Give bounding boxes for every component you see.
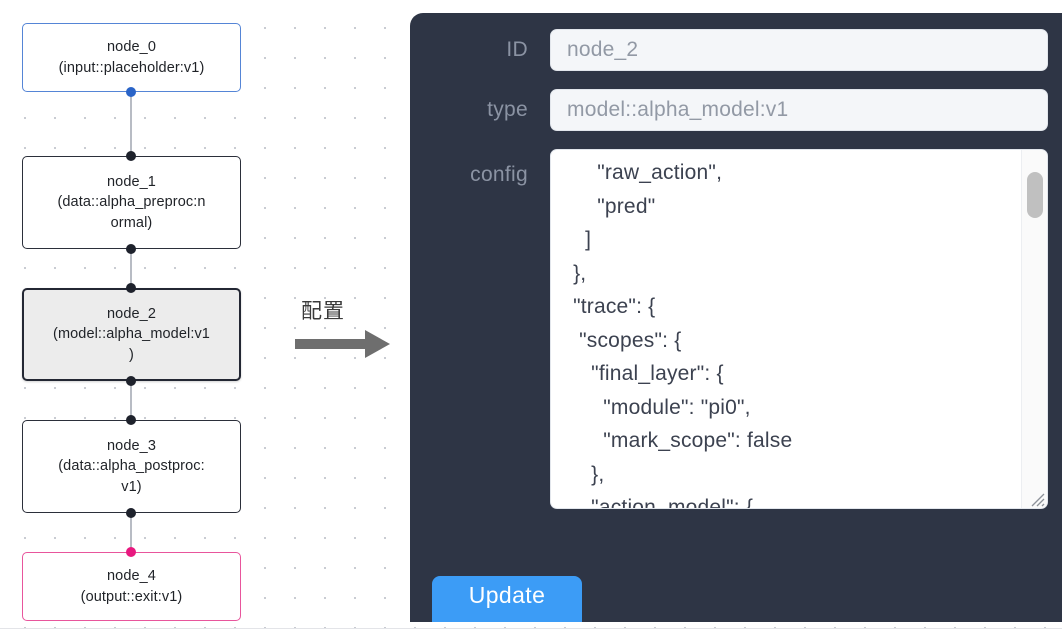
flow-node-node_2[interactable]: node_2 (model::alpha_model:v1 ) [22,288,241,381]
update-button[interactable]: Update [432,576,582,622]
node-handle-node_2-target[interactable] [126,283,136,293]
id-field-label: ID [506,38,528,61]
flow-node-label: node_4 (output::exit:v1) [80,567,183,605]
edge-node_0-node_1 [130,92,132,156]
node-handle-node_0-source[interactable] [126,87,136,97]
flow-node-node_4[interactable]: node_4 (output::exit:v1) [22,552,241,621]
config-field-label: config [470,163,528,186]
edge-node_2-node_3 [130,381,132,420]
edge-node_1-node_2 [130,249,132,288]
flow-node-node_1[interactable]: node_1 (data::alpha_preproc:n ormal) [22,156,241,249]
edge-node_3-node_4 [130,513,132,552]
config-textarea[interactable]: "raw_action", "pred" ] }, "trace": { "sc… [573,161,793,509]
flow-node-label: node_1 (data::alpha_preproc:n ormal) [57,173,206,231]
node-handle-node_2-source[interactable] [126,376,136,386]
type-field-label: type [487,98,528,121]
config-textarea-scrollbar[interactable] [1021,150,1047,508]
node-handle-node_3-source[interactable] [126,508,136,518]
config-textarea-scroll-thumb[interactable] [1027,172,1043,218]
node-handle-node_1-target[interactable] [126,151,136,161]
resize-handle-icon[interactable] [1027,489,1045,507]
annotation-arrow-group: 配置 [295,295,395,365]
annotation-caption: 配置 [301,299,345,323]
flow-node-label: node_2 (model::alpha_model:v1 ) [53,305,210,363]
node-handle-node_3-target[interactable] [126,415,136,425]
node-handle-node_4-target[interactable] [126,547,136,557]
field-row-id: ID node_2 [432,29,1048,71]
flow-node-label: node_3 (data::alpha_postproc: v1) [58,437,205,495]
type-input[interactable]: model::alpha_model:v1 [550,89,1048,131]
id-input[interactable]: node_2 [550,29,1048,71]
field-row-config: config "raw_action", "pred" ] }, "trace"… [432,149,1048,509]
config-textarea-wrap[interactable]: "raw_action", "pred" ] }, "trace": { "sc… [550,149,1048,509]
node-handle-node_1-source[interactable] [126,244,136,254]
flow-node-node_3[interactable]: node_3 (data::alpha_postproc: v1) [22,420,241,513]
field-row-type: type model::alpha_model:v1 [432,89,1048,131]
arrow-right-icon [295,330,390,358]
flow-node-node_0[interactable]: node_0 (input::placeholder:v1) [22,23,241,92]
flow-node-label: node_0 (input::placeholder:v1) [58,38,205,76]
config-panel: ID node_2 type model::alpha_model:v1 con… [410,13,1062,622]
